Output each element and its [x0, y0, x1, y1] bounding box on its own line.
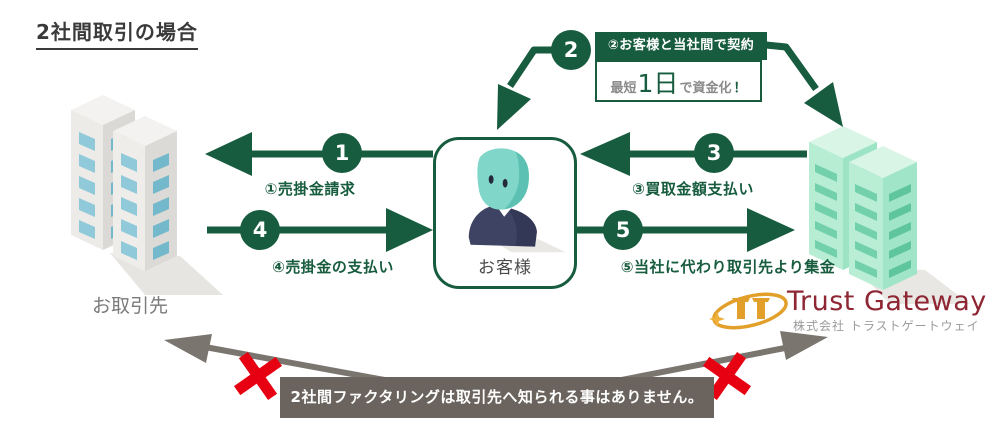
- partner-tower-back: [71, 95, 135, 250]
- step-5-label: ⑤当社に代わり取引先より集金: [620, 258, 836, 276]
- customer-box: お客様: [433, 137, 577, 289]
- bottom-note-banner: 2社間ファクタリングは取引先へ知られる事はありません。: [280, 377, 714, 418]
- step-2-badge: 2: [551, 30, 591, 70]
- logo-sparkle: [709, 311, 725, 327]
- fast-funding-emphasis: 1日: [637, 69, 679, 98]
- fast-funding-exclamation: ！: [733, 81, 747, 96]
- step-1-label: ①売掛金請求: [264, 180, 356, 198]
- arrow-1: [205, 132, 433, 176]
- step-4-badge: 4: [240, 210, 280, 250]
- customer-label: お客様: [478, 258, 532, 278]
- cross-icon-left: [233, 351, 283, 401]
- fast-funding-badge: 最短 1日 で資金化 ！: [595, 60, 762, 102]
- company-logo-icon: [709, 292, 788, 330]
- company-logo-text: Trust Gateway: [787, 286, 987, 317]
- partner-tower-front: [113, 116, 177, 271]
- page-title: 2社間取引の場合: [36, 16, 198, 50]
- company-building-illustration: [809, 126, 970, 304]
- step-2-label: ②お客様と当社間で契約: [595, 32, 767, 60]
- step-1-badge: 1: [322, 133, 362, 173]
- step-3-badge: 3: [694, 133, 734, 173]
- partner-building-label: お取引先: [91, 295, 168, 317]
- arrow-2-to-customer: [497, 46, 558, 130]
- logo-pillars: [732, 298, 770, 319]
- company-logo-subtext: 株式会社 トラストゲートウェイ: [793, 319, 980, 333]
- fast-funding-prefix: 最短: [610, 81, 637, 96]
- customer-avatar-icon: [468, 148, 566, 253]
- fast-funding-suffix: で資金化: [679, 81, 732, 96]
- partner-building-shadow: [110, 253, 223, 295]
- partner-building-illustration: [71, 95, 223, 295]
- step-5-badge: 5: [603, 210, 643, 250]
- step-4-label: ④売掛金の支払い: [272, 258, 394, 276]
- step-3-label: ③買取金額支払い: [632, 180, 754, 198]
- arrow-2-to-company: [765, 41, 843, 127]
- company-tower-back: [809, 126, 877, 270]
